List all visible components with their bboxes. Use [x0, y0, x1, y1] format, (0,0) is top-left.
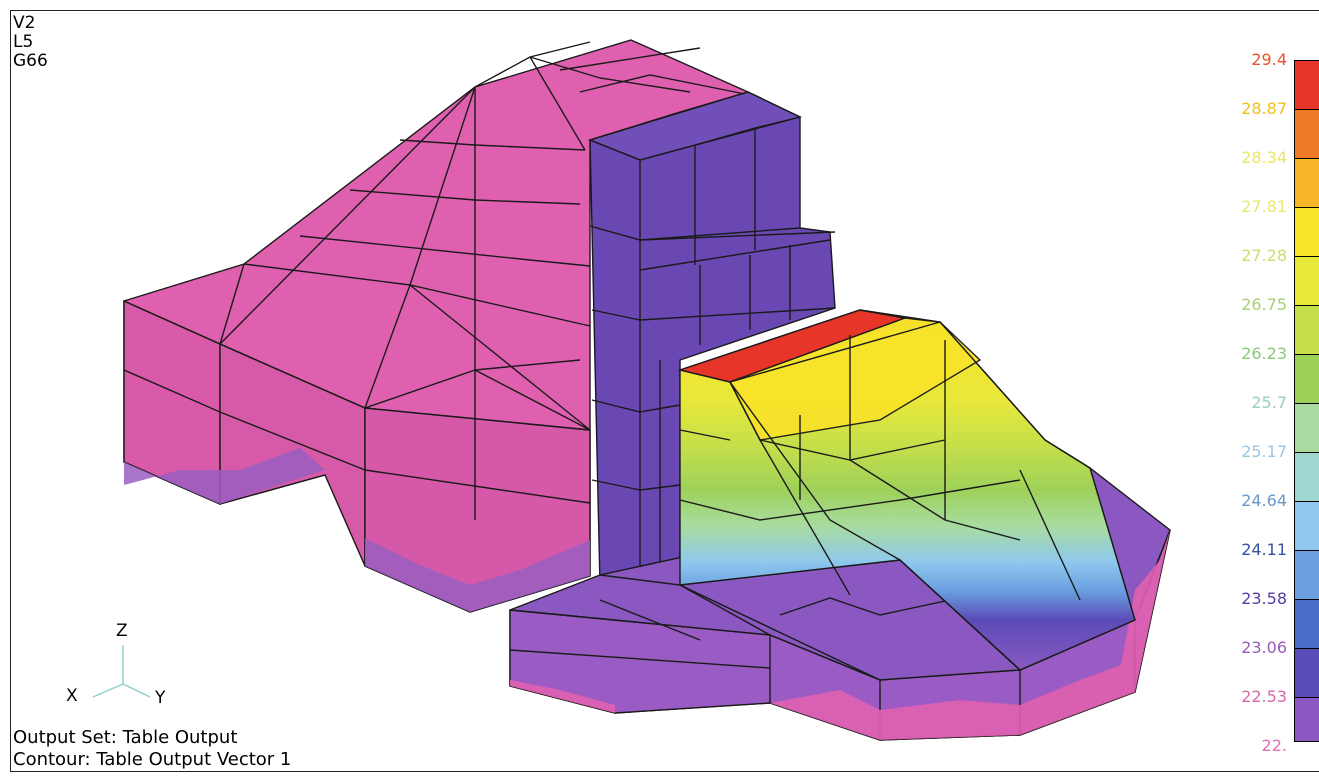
legend-band: [1295, 355, 1319, 404]
purple-column: [587, 91, 836, 586]
viewport-border-left: [10, 10, 11, 772]
legend-band: [1295, 600, 1319, 649]
legend-value-label: 25.7: [1251, 393, 1287, 412]
legend-value-label: 23.06: [1241, 638, 1287, 657]
contoured-wedge: [677, 309, 1136, 671]
legend-value-label: 29.4: [1251, 50, 1287, 69]
contour-label: Contour: Table Output Vector 1: [13, 749, 292, 770]
view-id-label: V2: [13, 13, 36, 33]
viewport-border-top: [10, 10, 1319, 11]
legend-value-label: 25.17: [1241, 442, 1287, 461]
group-id-label: G66: [13, 51, 48, 71]
legend-band: [1295, 257, 1319, 306]
legend-band: [1295, 61, 1319, 110]
legend-value-label: 26.23: [1241, 344, 1287, 363]
contour-legend-bar: [1294, 60, 1319, 742]
legend-band: [1295, 453, 1319, 502]
legend-band: [1295, 208, 1319, 257]
triad-x-label: X: [66, 686, 78, 706]
legend-band: [1295, 306, 1319, 355]
legend-value-label: 24.64: [1241, 491, 1287, 510]
legend-value-label: 27.28: [1241, 246, 1287, 265]
legend-value-label: 22.53: [1241, 687, 1287, 706]
legend-band: [1295, 110, 1319, 159]
layer-id-label: L5: [13, 32, 34, 52]
viewport-border-bottom: [10, 771, 1319, 772]
legend-band: [1295, 649, 1319, 698]
legend-value-label: 24.11: [1241, 540, 1287, 559]
legend-value-label: 23.58: [1241, 589, 1287, 608]
legend-band: [1295, 159, 1319, 208]
legend-band: [1295, 551, 1319, 600]
axis-triad: [92, 645, 151, 698]
legend-value-label: 26.75: [1241, 295, 1287, 314]
triad-y-label: Y: [155, 688, 166, 708]
legend-value-label: 28.34: [1241, 148, 1287, 167]
triad-z-label: Z: [116, 621, 128, 641]
legend-value-label: 22.: [1261, 736, 1287, 755]
legend-band: [1295, 698, 1319, 741]
legend-value-label: 27.81: [1241, 197, 1287, 216]
legend-band: [1295, 502, 1319, 551]
output-set-label: Output Set: Table Output: [13, 727, 238, 748]
legend-band: [1295, 404, 1319, 453]
legend-value-label: 28.87: [1241, 99, 1287, 118]
